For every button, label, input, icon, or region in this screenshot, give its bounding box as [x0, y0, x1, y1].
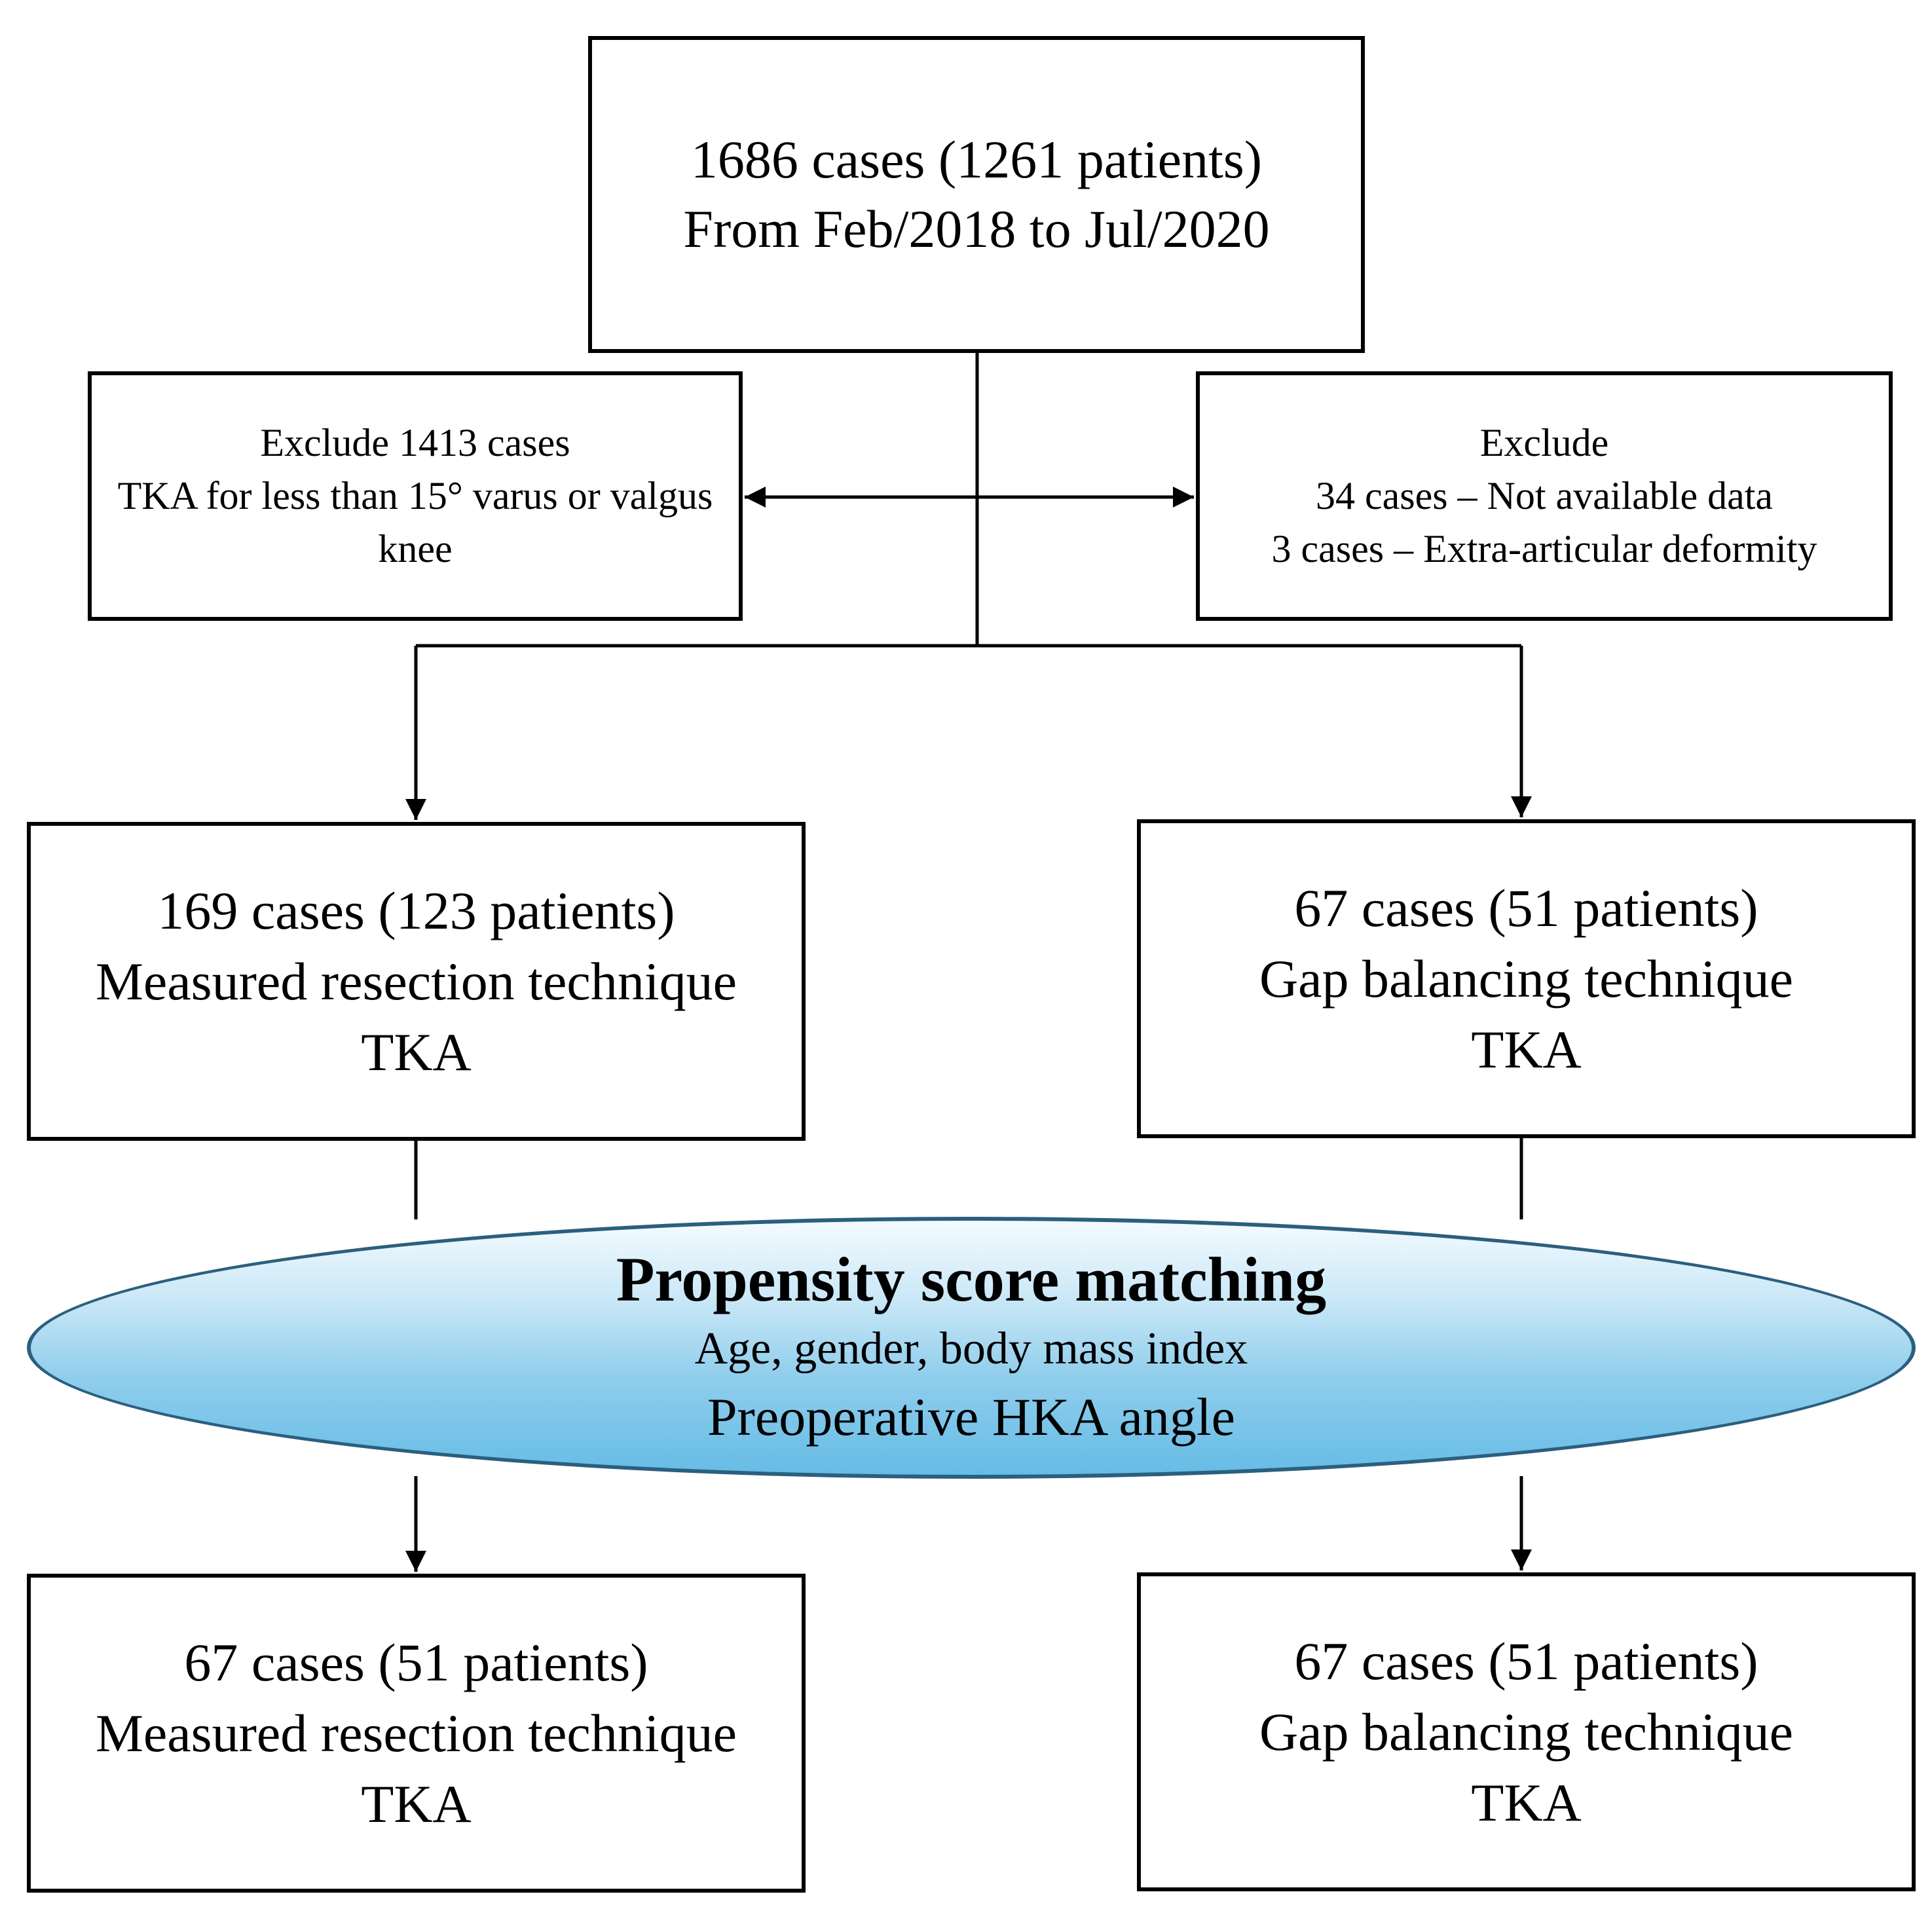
gap-balancing-post-count: 67 cases (51 patients): [1294, 1631, 1758, 1691]
measured-resection-pre-procedure: TKA: [361, 1022, 472, 1082]
exclusion-right-reason-2: 3 cases – Extra-articular deformity: [1271, 527, 1817, 570]
exclusion-left-reason: TKA for less than 15° varus or valgus kn…: [117, 474, 713, 570]
gap-balancing-box-after-matching: 67 cases (51 patients) Gap balancing tec…: [1137, 1572, 1916, 1891]
date-range-text: From Feb/2018 to Jul/2020: [683, 199, 1270, 259]
matching-hka-text: Preoperative HKA angle: [707, 1387, 1236, 1447]
gap-balancing-pre-count: 67 cases (51 patients): [1294, 878, 1758, 938]
gap-balancing-pre-procedure: TKA: [1471, 1019, 1582, 1079]
measured-resection-pre-count: 169 cases (123 patients): [157, 880, 675, 940]
exclusion-right-heading: Exclude: [1479, 421, 1609, 464]
measured-resection-box-before-matching: 169 cases (123 patients) Measured resect…: [27, 822, 806, 1141]
gap-balancing-pre-technique: Gap balancing technique: [1259, 948, 1794, 1009]
measured-resection-box-after-matching: 67 cases (51 patients) Measured resectio…: [27, 1574, 806, 1893]
exclusion-left-count: Exclude 1413 cases: [260, 421, 570, 464]
gap-balancing-post-technique: Gap balancing technique: [1259, 1701, 1794, 1762]
propensity-score-matching-title: Propensity score matching: [616, 1244, 1327, 1314]
total-cases-text: 1686 cases (1261 patients): [690, 130, 1263, 189]
propensity-score-matching-ellipse: Propensity score matching Age, gender, b…: [27, 1217, 1916, 1479]
measured-resection-post-procedure: TKA: [361, 1773, 472, 1834]
measured-resection-pre-technique: Measured resection technique: [95, 951, 737, 1011]
gap-balancing-post-procedure: TKA: [1471, 1772, 1582, 1832]
measured-resection-post-count: 67 cases (51 patients): [184, 1632, 648, 1692]
matching-covariates-text: Age, gender, body mass index: [694, 1324, 1248, 1374]
exclusion-box-left: Exclude 1413 cases TKA for less than 15°…: [88, 371, 743, 621]
total-cases-box: 1686 cases (1261 patients) From Feb/2018…: [588, 36, 1365, 353]
gap-balancing-box-before-matching: 67 cases (51 patients) Gap balancing tec…: [1137, 819, 1916, 1138]
exclusion-box-right: Exclude 34 cases – Not available data 3 …: [1196, 371, 1893, 621]
exclusion-right-reason-1: 34 cases – Not available data: [1315, 474, 1774, 517]
measured-resection-post-technique: Measured resection technique: [95, 1703, 737, 1763]
